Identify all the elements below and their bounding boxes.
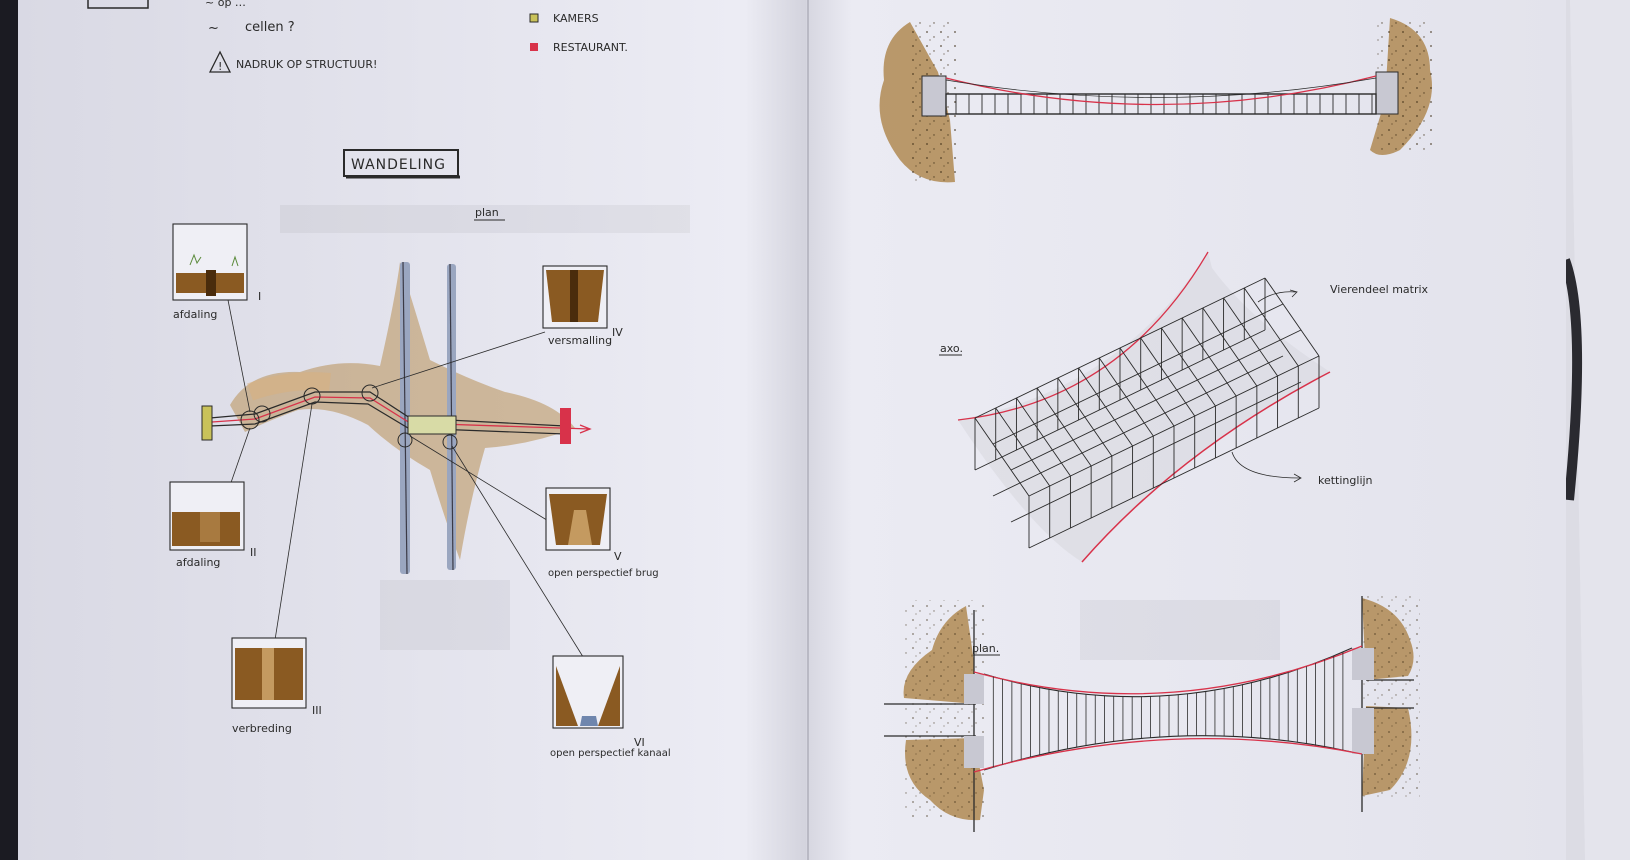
vignette-caption: open perspectief brug [548, 568, 659, 579]
vignette-numeral: V [614, 550, 622, 563]
vignette-numeral: III [312, 704, 322, 717]
bridge-elevation [879, 18, 1432, 183]
vignette-3: verbreding III [231, 637, 322, 735]
legend-label: RESTAURANT. [553, 41, 628, 54]
annotation-kettinglijn: kettinglijn [1318, 474, 1373, 487]
vignette-5: open perspectief brug V [545, 487, 659, 579]
vignette-caption: verbreding [232, 722, 292, 735]
svg-text:~ op …: ~ op … [205, 0, 246, 9]
annotation-vierendeel: Vierendeel matrix [1330, 283, 1429, 296]
bridge-axonometric [957, 251, 1331, 563]
vignette-caption: open perspectief kanaal [550, 748, 671, 759]
bridge-deck [407, 415, 457, 435]
vignette-numeral: IV [612, 326, 623, 339]
axo-label: axo. [940, 342, 963, 355]
vignette-caption: versmalling [548, 334, 612, 347]
title-text: WANDELING [351, 157, 446, 173]
vignette-4: versmalling IV [542, 265, 623, 347]
vignette-caption: afdaling [173, 308, 217, 321]
vignette-numeral: I [258, 290, 261, 303]
vignette-6: open perspectief kanaal VI [550, 655, 671, 759]
note-cellen: ~ cellen ? [208, 20, 295, 36]
note-structuur: ! NADRUK OP STRUCTUUR! [208, 50, 377, 73]
note-glyph: ~ [208, 21, 219, 36]
vignette-numeral: VI [634, 736, 645, 749]
vignette-2: afdaling II [169, 481, 257, 569]
elevation-deck [945, 93, 1377, 115]
legend-label: KAMERS [553, 12, 599, 25]
vignette-1: afdaling I [172, 223, 261, 321]
kamers-marker [201, 405, 213, 441]
vignette-caption: afdaling [176, 556, 220, 569]
warning-icon [208, 50, 232, 73]
legend-swatch-restaurant [530, 43, 538, 51]
page-title: WANDELING [343, 149, 460, 179]
note-text: NADRUK OP STRUCTUUR! [236, 58, 377, 71]
plan-label: plan [475, 206, 499, 219]
header-box [87, 0, 149, 9]
walk-plan [201, 261, 592, 661]
note-glyph: ! [218, 60, 222, 73]
legend: KAMERS RESTAURANT. [529, 12, 628, 54]
legend-swatch-kamers [529, 13, 539, 23]
bridge-plan [884, 596, 1420, 832]
note-text: cellen ? [245, 20, 295, 35]
vignette-numeral: II [250, 546, 257, 559]
restaurant-marker [560, 408, 571, 444]
